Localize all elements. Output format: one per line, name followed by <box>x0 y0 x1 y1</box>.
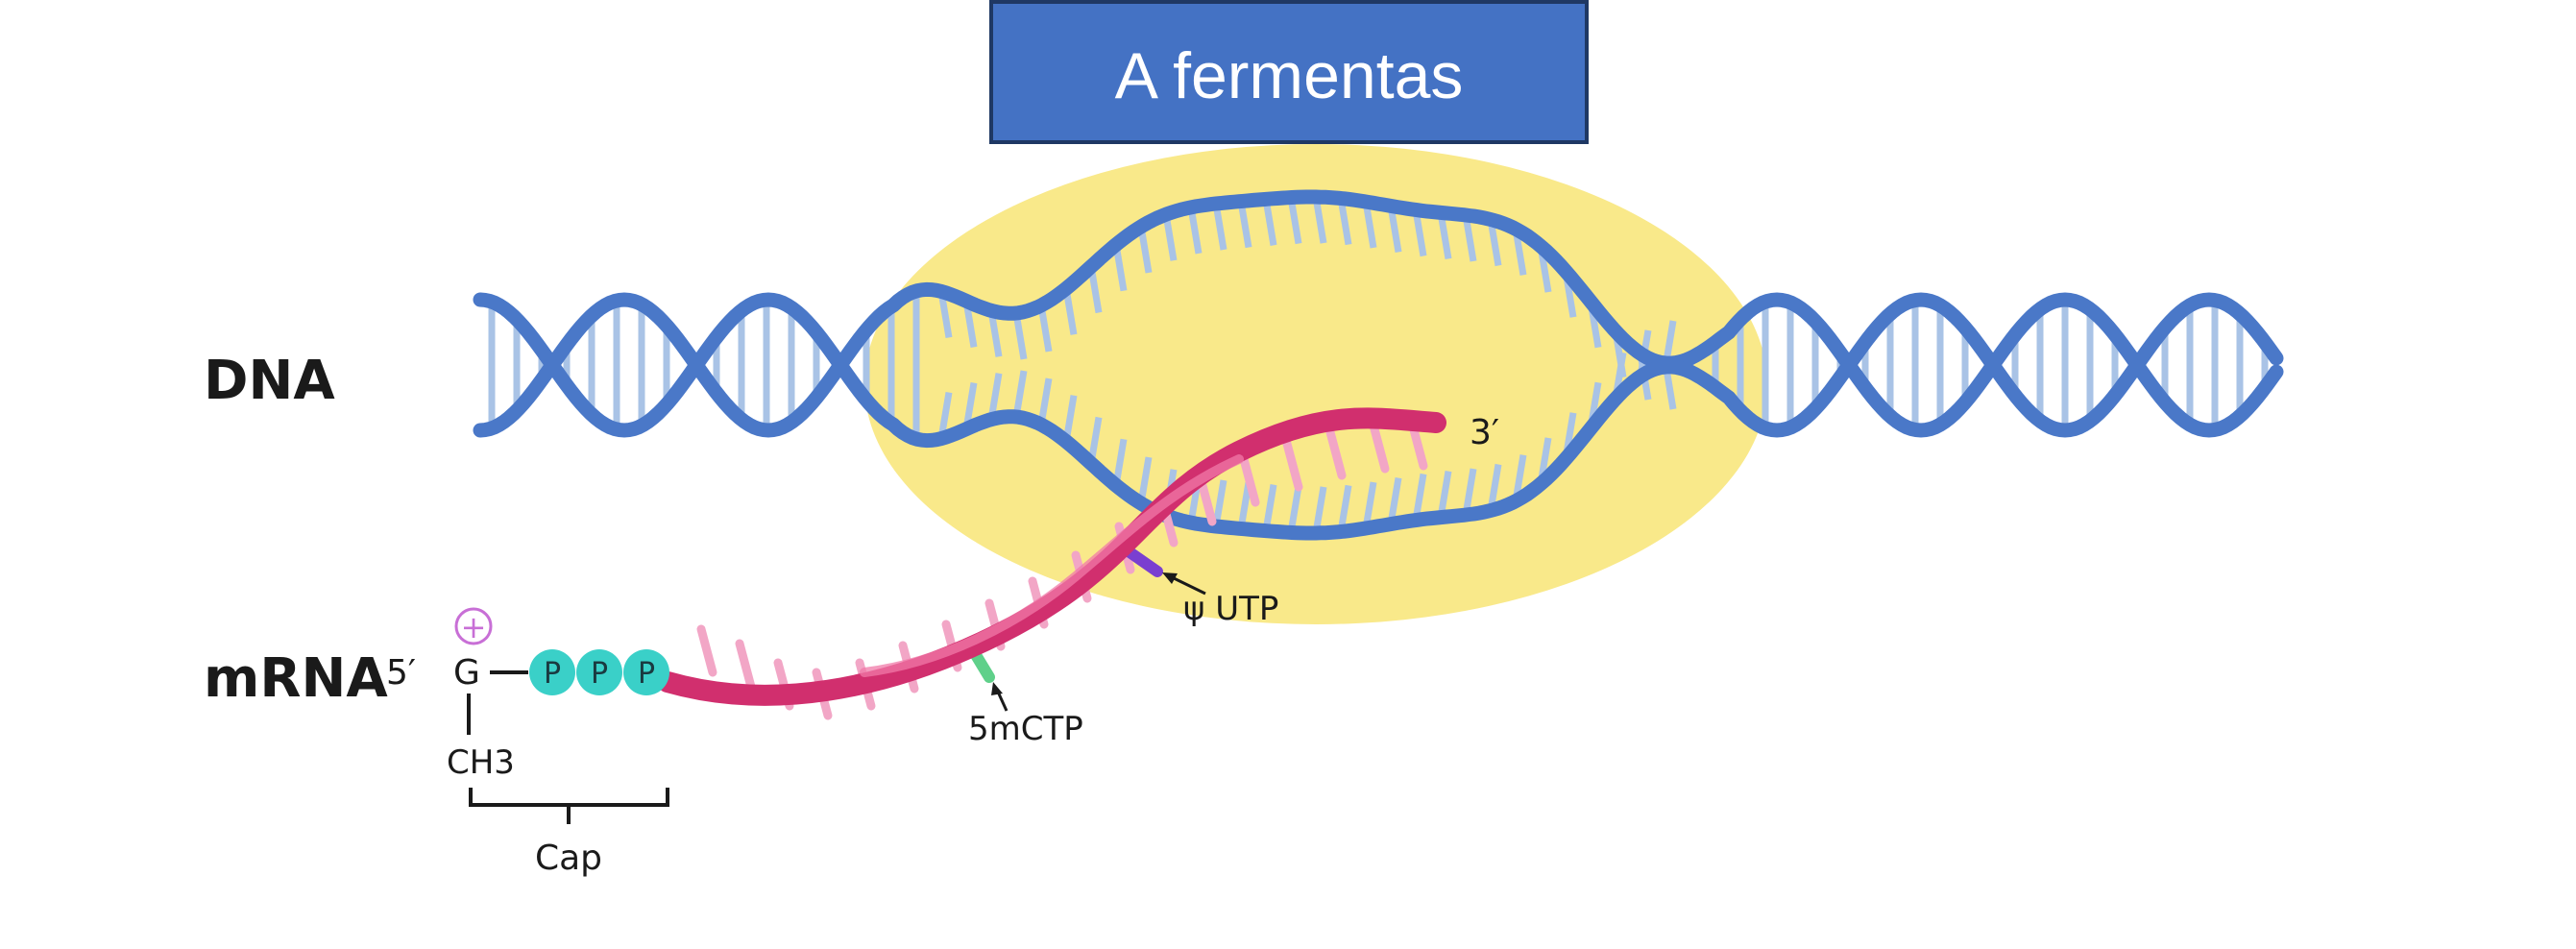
title-box: A fermentas <box>989 0 1589 144</box>
dna-strands <box>473 189 2284 541</box>
mrna-label: mRNA <box>204 647 388 710</box>
dna-base-stub <box>1337 484 1352 533</box>
mrna-base <box>1282 439 1303 492</box>
dna-base-stub <box>1212 479 1227 527</box>
mrna-strand <box>657 407 1446 706</box>
plus-sign: + <box>461 609 487 645</box>
mrna-base <box>735 639 756 692</box>
dna-base-stub <box>1037 304 1053 353</box>
dna-base-stub <box>1312 196 1327 244</box>
pointer-arrow-icon <box>1162 572 1206 596</box>
dna-base-stub <box>1312 486 1327 534</box>
cap-bracket <box>469 788 669 824</box>
dna-base-stub <box>1237 481 1252 530</box>
phosphate-2-label: P <box>591 657 608 691</box>
dna-base-stub <box>1362 201 1377 249</box>
phosphate-1-label: P <box>544 657 561 691</box>
dna-base-stub <box>1362 481 1377 529</box>
three-prime-label: 3′ <box>1470 413 1499 452</box>
dna-base-stub <box>1287 485 1302 533</box>
dna-base-stub <box>1337 197 1352 246</box>
mrna-strand-highlight <box>860 454 1244 677</box>
psi-utp-mark <box>1120 544 1163 577</box>
mrna-base <box>1239 454 1260 507</box>
dna-base-stub <box>1387 205 1402 254</box>
dna-base-stub <box>1037 377 1053 426</box>
phosphate-1 <box>529 649 575 695</box>
dna-base-stub <box>1462 214 1477 262</box>
phosphate-3-label: P <box>638 657 655 691</box>
dna-base-stub <box>1387 476 1402 525</box>
mctp-label: 5mCTP <box>968 710 1083 748</box>
dna-base-stub <box>1012 370 1028 418</box>
dna-label: DNA <box>204 350 335 412</box>
dna-strand-bottom <box>473 292 2284 541</box>
dna-base-stub <box>1012 312 1028 360</box>
mrna-base <box>1369 421 1390 474</box>
dna-base-stub <box>1412 473 1427 522</box>
phosphate-3 <box>623 649 669 695</box>
dna-base-stub <box>1212 203 1227 251</box>
ch3-label: CH3 <box>447 743 515 782</box>
phosphate-2 <box>576 649 622 695</box>
diagram-title: A fermentas <box>1114 39 1464 112</box>
dna-base-stub <box>1287 197 1302 245</box>
dna-base-stub <box>1162 213 1178 261</box>
guanine-label: G <box>453 653 480 693</box>
dna-base-stub <box>1462 468 1477 516</box>
phosphate-group: P P P <box>529 649 669 695</box>
dna-base-stub <box>1437 470 1452 519</box>
charge-plus-icon: + <box>454 607 493 645</box>
cap-label: Cap <box>535 839 602 878</box>
dna-base-stub <box>1437 211 1452 260</box>
psi-utp-label: ψ UTP <box>1183 590 1278 628</box>
dna-strand-top <box>473 189 2284 438</box>
dna-base-stub <box>1412 208 1427 257</box>
dna-base-stub <box>1237 200 1252 249</box>
five-prime-label: 5′ <box>386 653 416 693</box>
dna-base-stub <box>1187 207 1203 255</box>
dna-base-stub <box>1262 484 1277 532</box>
mrna-base <box>696 624 717 677</box>
pointer-arrow-icon <box>991 682 1009 712</box>
mrna-base <box>1325 427 1347 480</box>
dna-base-stub <box>1262 198 1277 246</box>
